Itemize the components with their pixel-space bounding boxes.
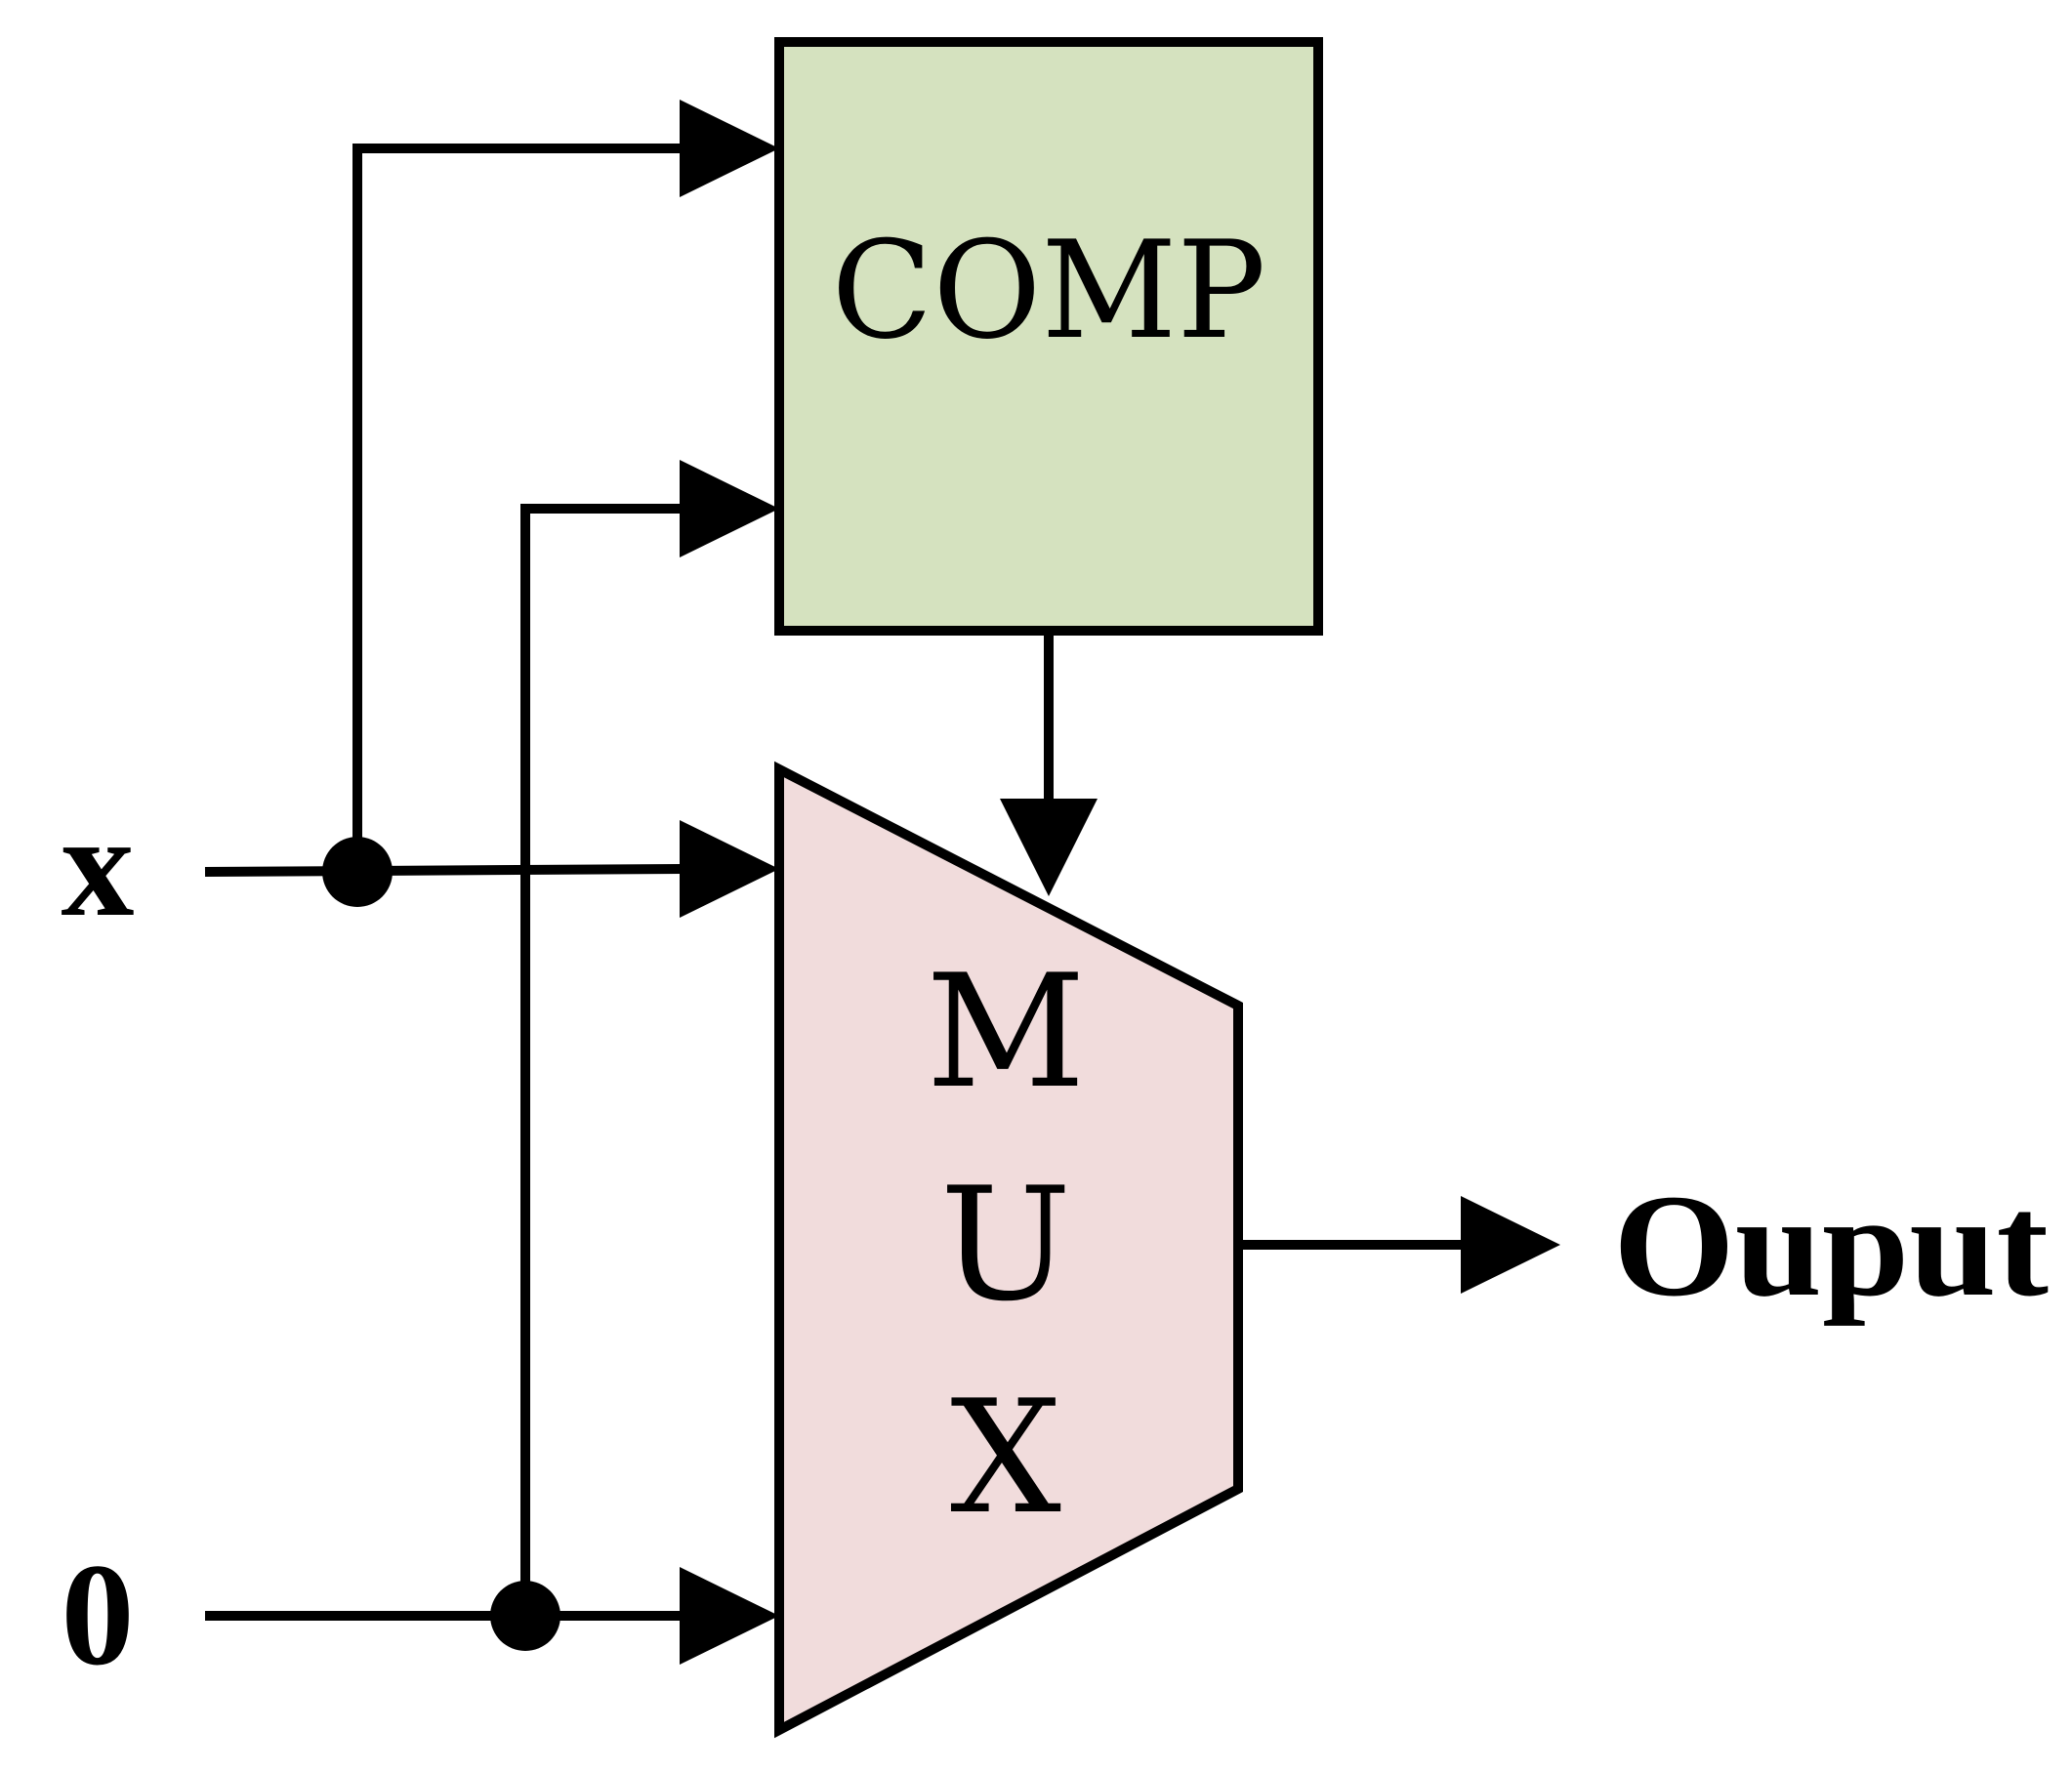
junctions bbox=[322, 837, 560, 1651]
multiplexer-trapezoid bbox=[774, 761, 1243, 1739]
zero-branch-wire bbox=[520, 504, 684, 1616]
mux-select-arrowhead bbox=[1000, 799, 1098, 896]
comp-input-bottom-arrowhead bbox=[680, 460, 779, 557]
comp-input-top-arrowhead bbox=[680, 100, 779, 197]
multiplexer-block: M U X bbox=[774, 761, 1243, 1739]
comparator-label: COMP bbox=[832, 212, 1266, 369]
x-branch-wire bbox=[352, 144, 684, 872]
input-zero-label: 0 bbox=[62, 1534, 135, 1696]
multiplexer-letter-u: U bbox=[940, 1153, 1072, 1336]
multiplexer-letter-m: M bbox=[926, 940, 1086, 1123]
arrowheads bbox=[680, 100, 1560, 1665]
output-arrowhead bbox=[1461, 1196, 1560, 1294]
x-input-wire bbox=[204, 864, 684, 877]
x-junction-dot bbox=[322, 837, 393, 907]
io-labels: x 0 Ouput bbox=[62, 785, 2050, 1696]
comparator-block: COMP bbox=[774, 37, 1323, 636]
mux-input-zero-arrowhead bbox=[680, 1567, 779, 1665]
zero-junction-dot bbox=[490, 1581, 560, 1651]
mux-input-x-arrowhead bbox=[680, 820, 779, 918]
input-x-label: x bbox=[62, 785, 135, 947]
wires bbox=[204, 144, 1465, 1621]
output-label: Ouput bbox=[1613, 1165, 2049, 1327]
multiplexer-letter-x: X bbox=[950, 1366, 1061, 1548]
comparator-box bbox=[774, 37, 1323, 636]
